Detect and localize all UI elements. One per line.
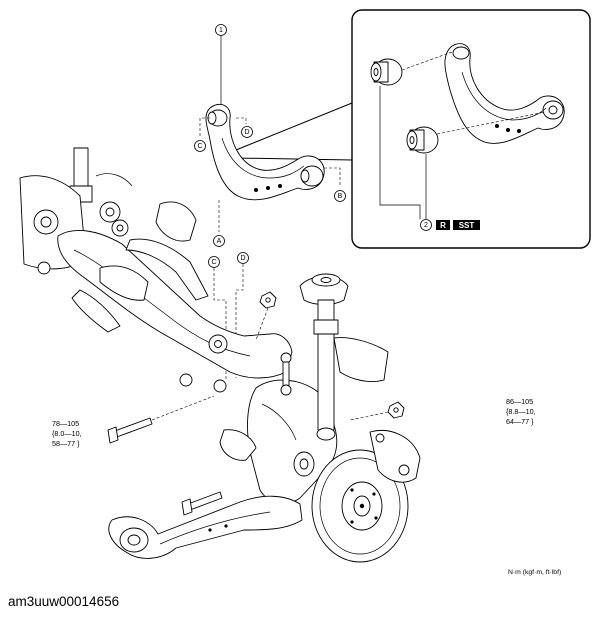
svg-text:86—105: 86—105 (506, 397, 533, 406)
part-1-callout (215, 24, 227, 36)
rear-crossmember (57, 201, 389, 393)
svg-text:{8.8—10,: {8.8—10, (506, 407, 536, 416)
svg-text:D: D (240, 255, 245, 262)
replace-badge (436, 220, 450, 230)
inset-panel (235, 9, 591, 249)
inset-bushing-top (370, 58, 403, 86)
figure-caption: am3uuw00014656 (8, 594, 120, 609)
svg-text:78—105: 78—105 (52, 419, 79, 428)
sst-badge-text: SST (459, 221, 475, 230)
callout-b-top: B (334, 190, 346, 202)
svg-text:B: B (338, 193, 343, 200)
upper-arm-part-1 (205, 36, 325, 201)
svg-text:C: C (197, 143, 202, 150)
svg-text:D: D (244, 129, 249, 136)
sst-badge (453, 220, 480, 230)
part-2-callout (420, 219, 432, 231)
inset-bushing-bottom (406, 126, 439, 154)
svg-text:64—77 }: 64—77 } (506, 417, 534, 426)
right-nut (387, 401, 405, 419)
part-2-label: 2 (424, 222, 428, 229)
callout-a-top: A (213, 235, 225, 247)
part-1-label: 1 (219, 27, 223, 34)
rear-suspension-diagram: 2 R SST 1 C D B A C (19, 9, 591, 576)
rear-knuckle (247, 379, 338, 505)
inset-upper-arm (444, 43, 565, 144)
lower-arm (108, 429, 303, 559)
stabilizer-link (280, 352, 292, 396)
callout-c-mid: C (208, 256, 220, 268)
left-bolt (107, 417, 153, 444)
replace-badge-text: R (440, 221, 446, 230)
upper-nut (259, 291, 277, 309)
svg-text:{8.0—10,: {8.0—10, (52, 429, 82, 438)
svg-text:C: C (211, 259, 216, 266)
svg-text:A: A (217, 238, 222, 245)
callout-d-top: D (241, 126, 253, 138)
torque-spec-right: 86—105 {8.8—10, 64—77 } (506, 397, 536, 426)
callout-d-mid: D (237, 252, 249, 264)
units-note: N·m (kgf·m, ft·lbf) (508, 569, 561, 576)
callout-c-top: C (194, 140, 206, 152)
brake-disc-hub (311, 430, 421, 563)
svg-text:58—77 }: 58—77 } (52, 439, 80, 448)
lower-bolt (181, 491, 223, 516)
torque-spec-left: 78—105 {8.0—10, 58—77 } (52, 419, 82, 448)
